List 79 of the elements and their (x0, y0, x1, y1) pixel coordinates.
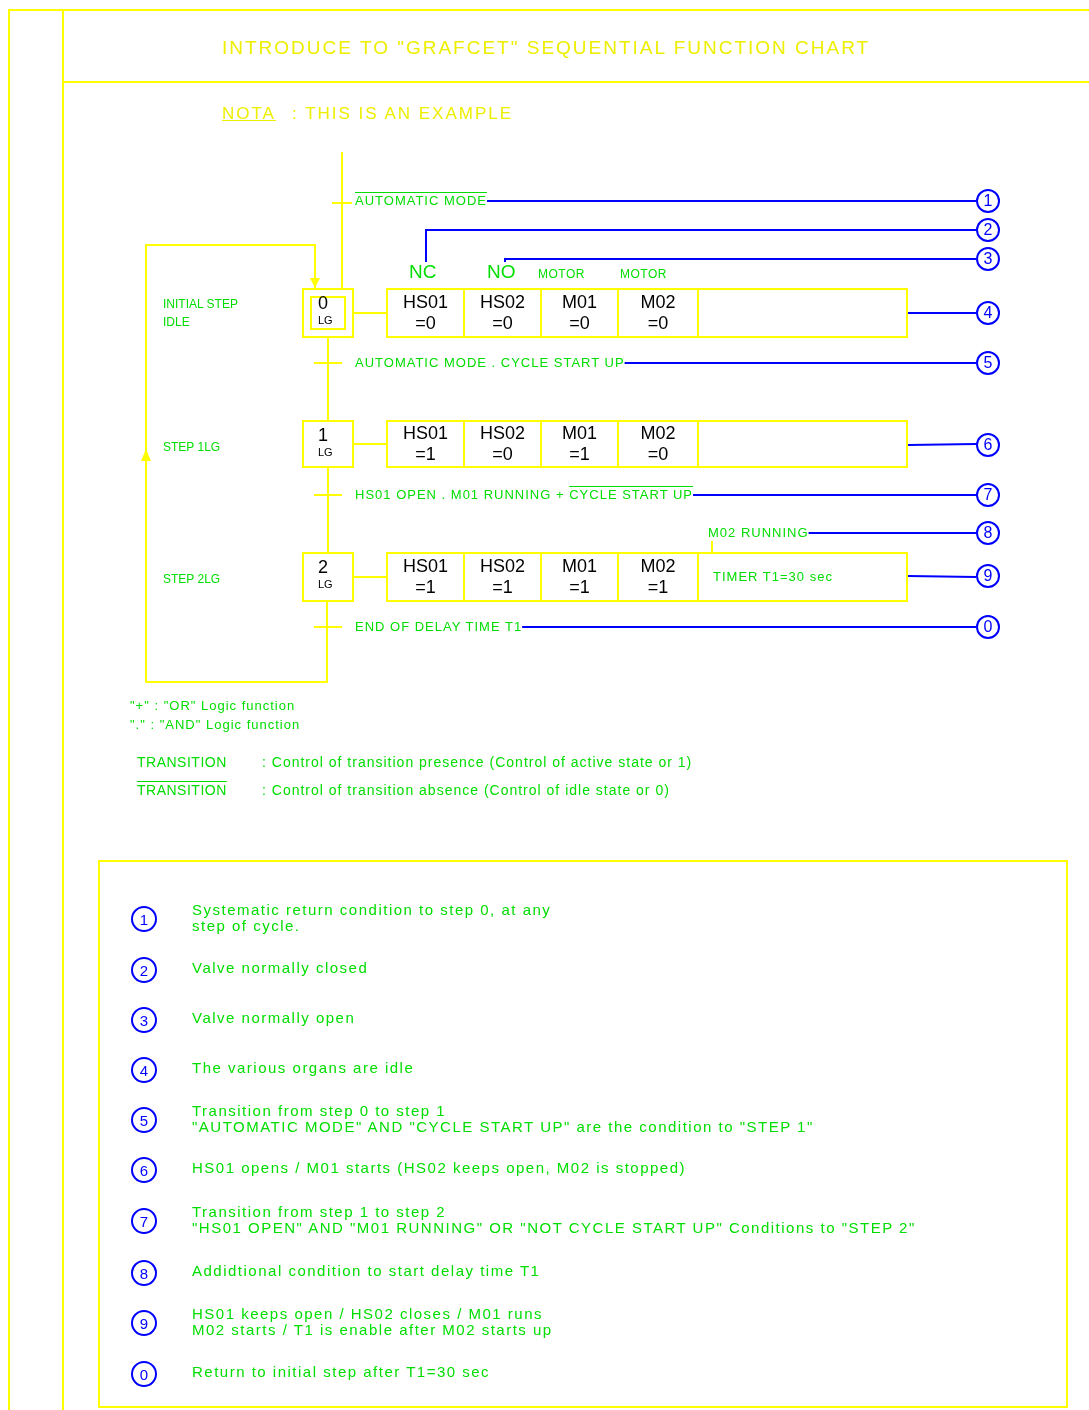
callout-number: 6 (976, 433, 1000, 457)
action-cell: HS01 =1 (388, 422, 465, 466)
note-text: Valve normally closed (192, 960, 369, 976)
contact-type-label: NC (409, 262, 437, 282)
note-text: "AUTOMATIC MODE" AND "CYCLE START UP" are the condition to "STEP 1" (192, 1118, 814, 1135)
notes-panel (98, 860, 1068, 1408)
note-text: The various organs are idle (192, 1060, 415, 1076)
action-cell: HS02 =0 (465, 290, 542, 336)
step-tag: LG (318, 313, 333, 327)
step-number: 0 (318, 293, 328, 313)
step-name: INITIAL STEP IDLE (163, 296, 239, 331)
action-cell: M01 =0 (542, 290, 619, 336)
note-text: Systematic return condition to step 0, at any step of cycle. (192, 902, 552, 934)
callout-number: 4 (131, 1057, 157, 1083)
callout-number: 2 (131, 957, 157, 983)
action-cell: M01 =1 (542, 422, 619, 466)
callout-number: 6 (131, 1157, 157, 1183)
legend-text: "+" : "OR" Logic function (130, 697, 296, 715)
action-cell: M02 =1 (619, 554, 699, 600)
action-cell: M02 =0 (619, 422, 699, 466)
action-box (386, 288, 908, 338)
callout-number: 8 (131, 1260, 157, 1286)
action-cell: M02 =0 (619, 290, 699, 336)
action-cell: HS02 =0 (465, 422, 542, 466)
step-box (302, 552, 354, 602)
transition-condition: AUTOMATIC MODE (355, 193, 487, 209)
callout-number: 3 (976, 247, 1000, 271)
title: INTRODUCE TO "GRAFCET" SEQUENTIAL FUNCTION CHART (222, 36, 871, 60)
callout-number: 0 (976, 615, 1000, 639)
legend-text: : Control of transition absence (Control of idle state or 0) (262, 781, 670, 799)
legend-text: TRANSITION (137, 781, 227, 799)
step-tag: LG (318, 577, 333, 591)
callout-number: 8 (976, 521, 1000, 545)
callout-number: 5 (131, 1107, 157, 1133)
legend-text: : Control of transition presence (Control of active state or 1) (262, 753, 693, 771)
action-cell: HS02 =1 (465, 554, 542, 600)
callout-number: 7 (131, 1208, 157, 1234)
callout-number: 7 (976, 483, 1000, 507)
timer-cell-text: TIMER T1=30 sec (712, 568, 833, 587)
note-text: Return to initial step after T1=30 sec (192, 1364, 491, 1380)
action-cell: HS01 =0 (388, 290, 465, 336)
callout-number: 3 (131, 1007, 157, 1033)
contact-type-label: NO (487, 262, 516, 282)
note-text: Transition from step 0 to step 1 (192, 1103, 448, 1119)
device-label: MOTOR (538, 266, 585, 283)
note-heading: : THIS IS AN EXAMPLE (292, 105, 514, 123)
action-box (386, 420, 908, 468)
transition-condition: HS01 OPEN . M01 RUNNING + CYCLE START UP (355, 487, 693, 503)
callout-number: 9 (131, 1310, 157, 1336)
note-text: HS01 opens / M01 starts (HS02 keeps open, M02 is stopped) (192, 1160, 687, 1176)
legend-text: TRANSITION (137, 753, 227, 771)
device-label: MOTOR (620, 266, 667, 283)
action-box (386, 552, 908, 602)
callout-number: 5 (976, 351, 1000, 375)
note-text: Valve normally open (192, 1010, 356, 1026)
step-tag: LG (318, 445, 333, 459)
transition-condition: AUTOMATIC MODE . CYCLE START UP (355, 355, 625, 371)
note-text: Addidtional condition to start delay time T1 (192, 1263, 541, 1279)
callout-number: 2 (976, 218, 1000, 242)
callout-number: 1 (131, 906, 157, 932)
callout-number: 0 (131, 1361, 157, 1387)
note-text: "HS01 OPEN" AND "M01 RUNNING" OR "NOT CYCLE START UP" Conditions to "STEP 2" (192, 1219, 916, 1236)
step-name: STEP 2LG (163, 571, 221, 588)
action-condition: M02 RUNNING (708, 525, 809, 541)
step-box (302, 420, 354, 468)
callout-number: 4 (976, 301, 1000, 325)
step-name: STEP 1LG (163, 439, 221, 456)
callout-number: 1 (976, 189, 1000, 213)
legend-text: "." : "AND" Logic function (130, 716, 301, 734)
action-cell: HS01 =1 (388, 554, 465, 600)
transition-condition: END OF DELAY TIME T1 (355, 619, 523, 635)
note-heading: NOTA (222, 105, 276, 123)
step-number: 1 (318, 425, 328, 445)
note-text: HS01 keeps open / HS02 closes / M01 runs M02 starts / T1 is enable after M02 starts up (192, 1306, 554, 1338)
action-cell: M01 =1 (542, 554, 619, 600)
initial-step-box (302, 288, 354, 338)
note-text: Transition from step 1 to step 2 (192, 1204, 448, 1220)
callout-number: 9 (976, 564, 1000, 588)
step-number: 2 (318, 557, 328, 577)
